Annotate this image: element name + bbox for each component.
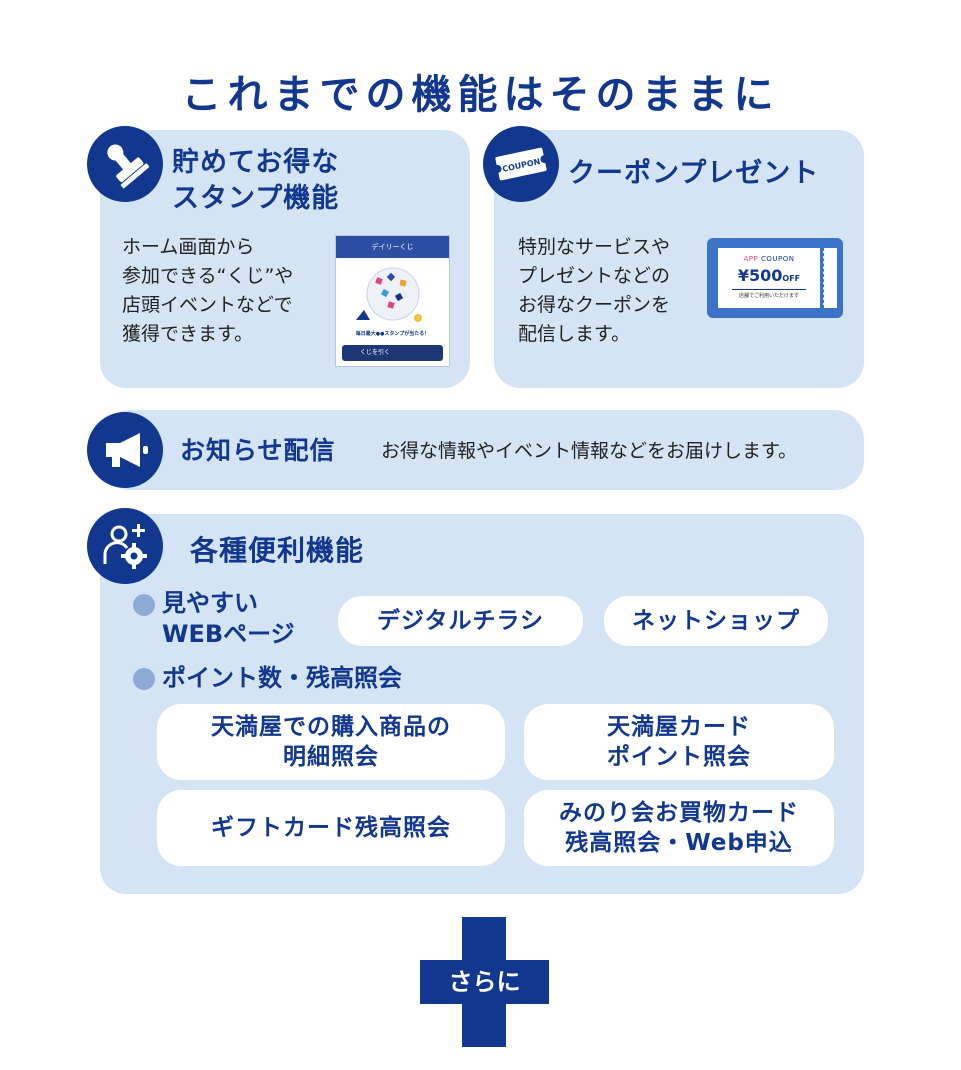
page-title: これまでの機能はそのままに — [181, 72, 780, 118]
notice-feature-card — [100, 410, 864, 490]
minori-card-pill: みのり会お買物カード残高照会・Web申込 — [524, 790, 834, 866]
stamp-title: 貯めてお得な スタンプ機能 — [172, 147, 340, 214]
megaphone-icon — [87, 412, 163, 488]
user-settings-icon — [87, 508, 163, 584]
notice-title: お知らせ配信 — [180, 436, 336, 465]
coupon-description: 特別なサービスや プレゼントなどの お得なクーポンを 配信します。 — [518, 236, 671, 345]
draw-lottery-button: くじを引く — [342, 345, 443, 361]
plus-sign-horizontal — [420, 960, 549, 1004]
stamp-description: ホーム画面から 参加できる“くじ”や 店頭イベントなどで 獲得できます。 — [122, 236, 294, 345]
net-shop-pill: ネットショップ — [604, 596, 828, 646]
card-points-pill: 天満屋カードポイント照会 — [524, 704, 834, 780]
coupon-ticket-icon: COUPON — [483, 126, 559, 202]
digital-flyer-pill: デジタルチラシ — [338, 596, 583, 646]
bullet-points-balance — [133, 668, 155, 690]
bullet-web-pages — [133, 594, 155, 616]
web-pages-label: 見やすい WEBページ — [162, 589, 295, 648]
plus-label: さらに — [448, 968, 521, 996]
coupon-title: クーポンプレゼント — [568, 158, 820, 189]
lottery-machine-icon — [356, 267, 422, 322]
convenience-title: 各種便利機能 — [190, 534, 365, 567]
coupon-image: APP COUPON ¥500OFF 店舗でご利用いただけます — [707, 238, 843, 318]
stamp-icon — [87, 126, 163, 202]
phone-header: デイリーくじ — [336, 236, 449, 258]
notice-description: お得な情報やイベント情報などをお届けします。 — [381, 440, 798, 462]
phone-caption: 毎日最大●●スタンプが当たる！ — [355, 331, 430, 337]
stamp-app-screenshot: デイリーくじ 毎日最大●●スタンプが当たる！ くじを引く — [335, 235, 450, 367]
purchase-details-pill: 天満屋での購入商品の明細照会 — [157, 704, 505, 780]
points-balance-label: ポイント数・残高照会 — [162, 664, 402, 692]
gift-card-balance-pill: ギフトカード残高照会 — [157, 790, 505, 866]
